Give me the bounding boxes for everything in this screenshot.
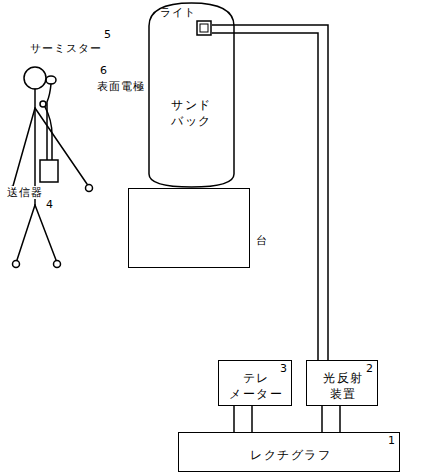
stand-box: 台 xyxy=(128,188,250,268)
node-text: サンド バック xyxy=(171,97,212,129)
leg-line xyxy=(35,205,56,260)
reflector-box: 光反射 装置2 xyxy=(306,360,378,406)
callout-number: 1 xyxy=(388,434,396,449)
light-box: ライト xyxy=(160,6,212,36)
hand xyxy=(86,185,93,192)
rectigraph-box: レクチグラフ 1 xyxy=(178,432,400,472)
callout-number: 3 xyxy=(280,362,288,377)
callout-number: 4 xyxy=(46,198,54,211)
part-label: 表面電極 xyxy=(97,80,145,93)
double-cable xyxy=(234,406,252,432)
callout-number: 6 xyxy=(100,64,108,77)
callout-number: 2 xyxy=(366,362,374,377)
light-square xyxy=(197,21,211,35)
arm-line xyxy=(35,108,87,184)
node-text: テレ メーター xyxy=(229,370,283,402)
cable-line xyxy=(212,33,318,360)
node-text: ライト xyxy=(160,6,196,21)
sandbag-outline-path xyxy=(149,3,234,187)
electrode-symbol xyxy=(40,101,46,107)
arm-line xyxy=(13,108,35,186)
callout-number: 5 xyxy=(104,28,112,41)
cable-line xyxy=(251,406,253,432)
light-lens xyxy=(200,24,208,32)
transmitter-symbol xyxy=(40,160,58,182)
part-label: サーミスター xyxy=(30,42,102,55)
node-text: 台 xyxy=(256,234,268,249)
cable-line xyxy=(339,406,341,432)
thermistor-symbol xyxy=(46,76,56,84)
double-cable xyxy=(212,25,328,360)
leg-line xyxy=(17,205,35,260)
foot xyxy=(54,261,61,268)
sensor-wire xyxy=(45,107,52,160)
double-cable xyxy=(322,406,340,432)
node-text: レクチグラフ xyxy=(250,447,331,463)
cable-line xyxy=(321,406,323,432)
head xyxy=(24,67,46,89)
node-text: 光反射 装置 xyxy=(323,370,364,402)
cable-line xyxy=(212,25,328,360)
foot xyxy=(13,261,20,268)
part-label: 送信器 xyxy=(6,186,44,199)
cable-line xyxy=(233,406,235,432)
sandbag-shape: サンド バック ライト xyxy=(148,2,235,188)
telemeter-box: テレ メーター3 xyxy=(218,360,292,406)
sandbag-outline xyxy=(148,2,235,188)
